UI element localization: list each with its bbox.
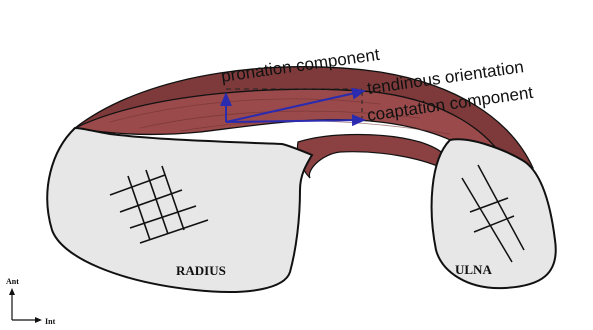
internal-axis-label: Int — [45, 317, 56, 326]
orientation-axes: Ant Int — [6, 277, 56, 326]
ulna-outline — [432, 139, 556, 288]
radius-label: RADIUS — [176, 263, 226, 278]
ulna-label: ULNA — [455, 262, 492, 277]
anterior-axis-label: Ant — [6, 277, 19, 286]
ulna-bone — [432, 139, 556, 288]
muscle-undersurface — [298, 135, 448, 179]
